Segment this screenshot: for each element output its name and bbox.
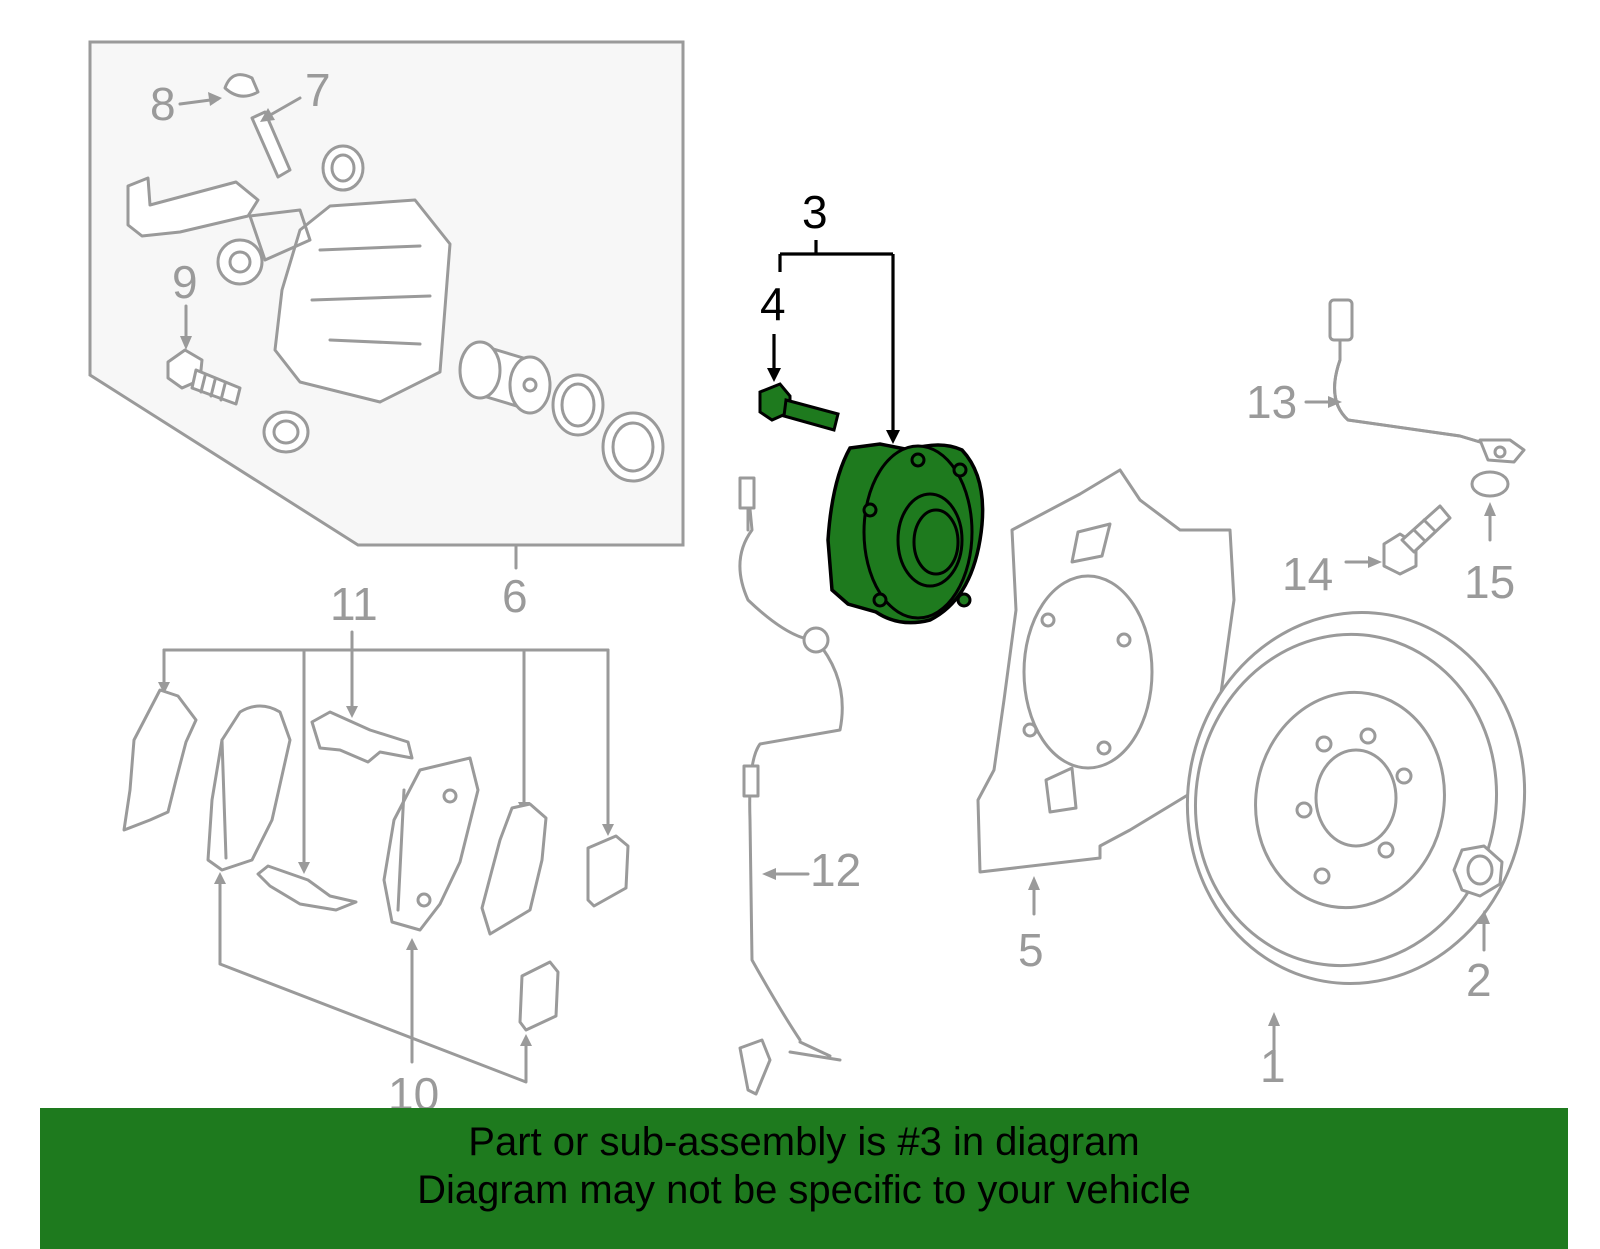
caliper-assembly-group: 8 7 9 [88, 40, 685, 547]
brake-rotor-group: 1 [1185, 611, 1527, 1092]
callout-12: 12 [810, 844, 861, 896]
pad-clip-lower [256, 864, 358, 912]
callout-2: 2 [1466, 954, 1492, 1006]
wear-indicator-upper [586, 834, 630, 908]
brake-hose-group: 13 14 15 [1246, 298, 1526, 608]
dust-shield [976, 468, 1236, 874]
callout-1: 1 [1260, 1040, 1286, 1092]
bleeder-cap [223, 73, 260, 98]
sensor-wire [738, 486, 844, 1042]
caliper-bracket [126, 176, 260, 238]
wheel-speed-sensor-group: 12 [738, 476, 861, 1096]
callout-7: 7 [305, 64, 331, 116]
caliper-slide-pin-boot [216, 238, 264, 286]
callout-3: 3 [802, 186, 828, 238]
callout-14: 14 [1282, 548, 1333, 600]
hub-bearing-group: 3 4 [758, 186, 985, 625]
callout-6: 6 [502, 570, 528, 622]
bleeder-screw [250, 110, 292, 179]
hub-nut-group: 2 [1452, 844, 1504, 1006]
slide-pin-boot-lower [262, 410, 310, 454]
pad-shim-right [480, 802, 548, 936]
sensor-grommet [802, 626, 830, 654]
pad-shim-left [122, 688, 198, 832]
hose-washer [1470, 470, 1510, 498]
callout-4: 4 [760, 278, 786, 330]
sensor-head [738, 1038, 772, 1096]
brake-pads-group: 11 10 [122, 578, 630, 1120]
brake-rotor [1185, 611, 1527, 985]
callout-5: 5 [1018, 924, 1044, 976]
callout-13: 13 [1246, 376, 1297, 428]
wear-indicator-lower [518, 960, 560, 1032]
callout-11: 11 [330, 578, 378, 630]
dust-shield-group: 5 [976, 468, 1236, 976]
callout-8: 8 [150, 78, 176, 130]
callout-9: 9 [172, 256, 198, 308]
caliper-body [273, 198, 452, 404]
hub-nut [1452, 844, 1504, 898]
pad-clip-upper [310, 710, 414, 764]
banner-line-1: Part or sub-assembly is #3 in diagram [468, 1120, 1140, 1164]
callout-15: 15 [1464, 556, 1515, 608]
brake-pad-inner [206, 704, 292, 872]
slide-pin-boot-upper [321, 144, 365, 192]
info-banner: Part or sub-assembly is #3 in diagram Di… [40, 1108, 1568, 1249]
banner-line-2: Diagram may not be specific to your vehi… [417, 1168, 1191, 1212]
